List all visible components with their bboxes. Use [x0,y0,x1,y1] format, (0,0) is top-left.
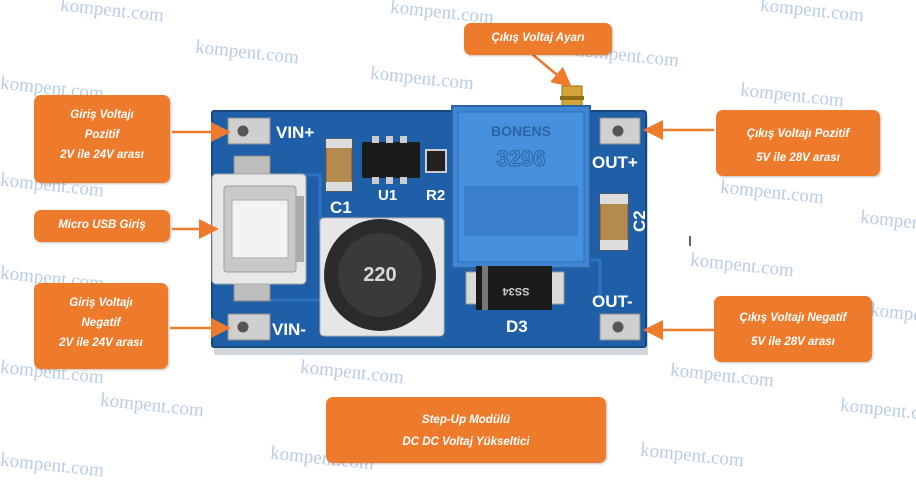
label-u1: U1 [378,187,397,204]
label-vin-plus: VIN+ [276,123,314,142]
capacitor-c2 [599,193,629,251]
inductor-marking: 220 [363,264,396,286]
callout-vout-positive: Çıkış Voltajı Pozitif 5V ile 28V arası [716,110,880,176]
diode-d3 [465,266,565,310]
resistor-r2 [425,149,447,173]
trimmer-brand: BONENS [491,123,551,139]
label-out-plus: OUT+ [592,153,638,172]
label-out-minus: OUT- [592,292,633,311]
trimmer-code: 3296 [497,146,546,171]
pad-out-plus [599,117,641,145]
pad-vin-plus [227,117,271,145]
callout-vin-positive: Giriş Voltajı Pozitif 2V ile 24V arası [34,95,170,183]
callout-module-title: Step-Up Modülü DC DC Voltaj Yükseltici [326,397,606,463]
pad-out-minus [599,313,641,341]
label-c1: C1 [330,198,352,217]
arrow-output-adjust [531,53,572,88]
ic-u1 [362,136,420,184]
inductor [319,217,445,337]
callout-vout-negative: Çıkış Voltajı Negatif 5V ile 28V arası [714,296,872,362]
callout-vin-negative: Giriş Voltajı Negatif 2V ile 24V arası [34,283,168,369]
label-r2: R2 [426,187,445,204]
label-vin-minus: VIN- [272,320,306,339]
callout-micro-usb: Micro USB Giriş [34,210,170,242]
capacitor-c1 [325,138,353,192]
label-d3: D3 [506,317,528,336]
trimmer-potentiometer [451,85,591,269]
micro-usb-connector [211,173,307,285]
callout-output-adjust: Çıkış Voltaj Ayarı [464,23,612,55]
diode-marking: SS34 [502,285,530,297]
pad-vin-minus [227,313,271,341]
label-c2: C2 [630,210,649,232]
